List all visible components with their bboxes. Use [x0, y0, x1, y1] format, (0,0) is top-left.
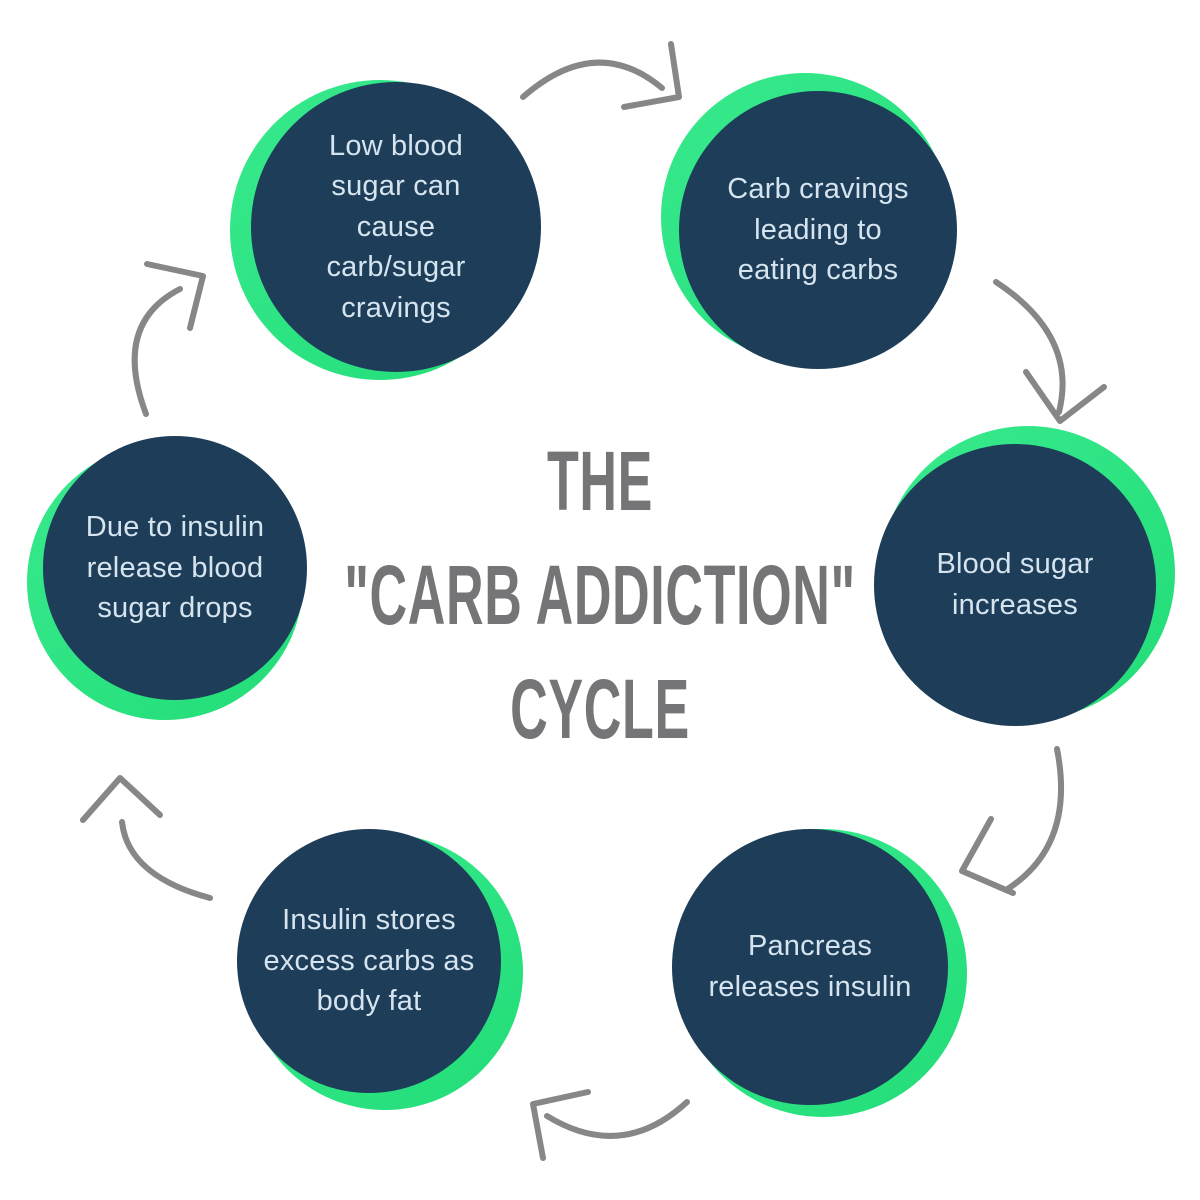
- cycle-node-carb-cravings-eating: Carb cravings leading to eating carbs: [661, 73, 957, 369]
- node-disc: Due to insulin release blood sugar drops: [43, 436, 307, 700]
- node-disc: Pancreas releases insulin: [672, 829, 948, 1105]
- title-line-1: THE: [546, 434, 654, 528]
- curved-arrow-upper-left-icon: [131, 261, 206, 417]
- curved-arrow-top-icon: [520, 41, 682, 110]
- diagram-title: THE "CARB ADDICTION" CYCLE: [0, 424, 1200, 766]
- curved-arrow-bottom-icon: [530, 1089, 690, 1161]
- cycle-node-insulin-stores-body-fat: Insulin stores excess carbs as body fat: [237, 829, 523, 1110]
- cycle-node-low-blood-sugar-cravings: Low blood sugar can cause carb/sugar cra…: [230, 80, 541, 380]
- cycle-node-pancreas-releases-insulin: Pancreas releases insulin: [672, 829, 967, 1117]
- cycle-node-blood-sugar-increases: Blood sugar increases: [874, 426, 1175, 726]
- title-line-3: CYCLE: [510, 662, 690, 756]
- node-disc: Carb cravings leading to eating carbs: [679, 91, 957, 369]
- node-disc: Blood sugar increases: [874, 444, 1156, 726]
- node-label: Low blood sugar can cause carb/sugar cra…: [326, 129, 466, 324]
- node-label: Carb cravings leading to eating carbs: [727, 173, 909, 287]
- curved-arrow-upper-right-icon: [993, 279, 1107, 424]
- node-disc: Low blood sugar can cause carb/sugar cra…: [251, 82, 541, 372]
- node-disc: Insulin stores excess carbs as body fat: [237, 829, 501, 1093]
- title-line-2: "CARB ADDICTION": [344, 548, 856, 642]
- curved-arrow-lower-right-icon: [959, 746, 1065, 896]
- node-label: Due to insulin release blood sugar drops: [85, 511, 265, 625]
- cycle-node-blood-sugar-drops: Due to insulin release blood sugar drops: [27, 436, 307, 720]
- node-label: Pancreas releases insulin: [708, 930, 912, 1003]
- curved-arrow-lower-left-icon: [80, 775, 213, 901]
- node-label: Insulin stores excess carbs as body fat: [263, 904, 475, 1018]
- node-label: Blood sugar increases: [936, 548, 1094, 621]
